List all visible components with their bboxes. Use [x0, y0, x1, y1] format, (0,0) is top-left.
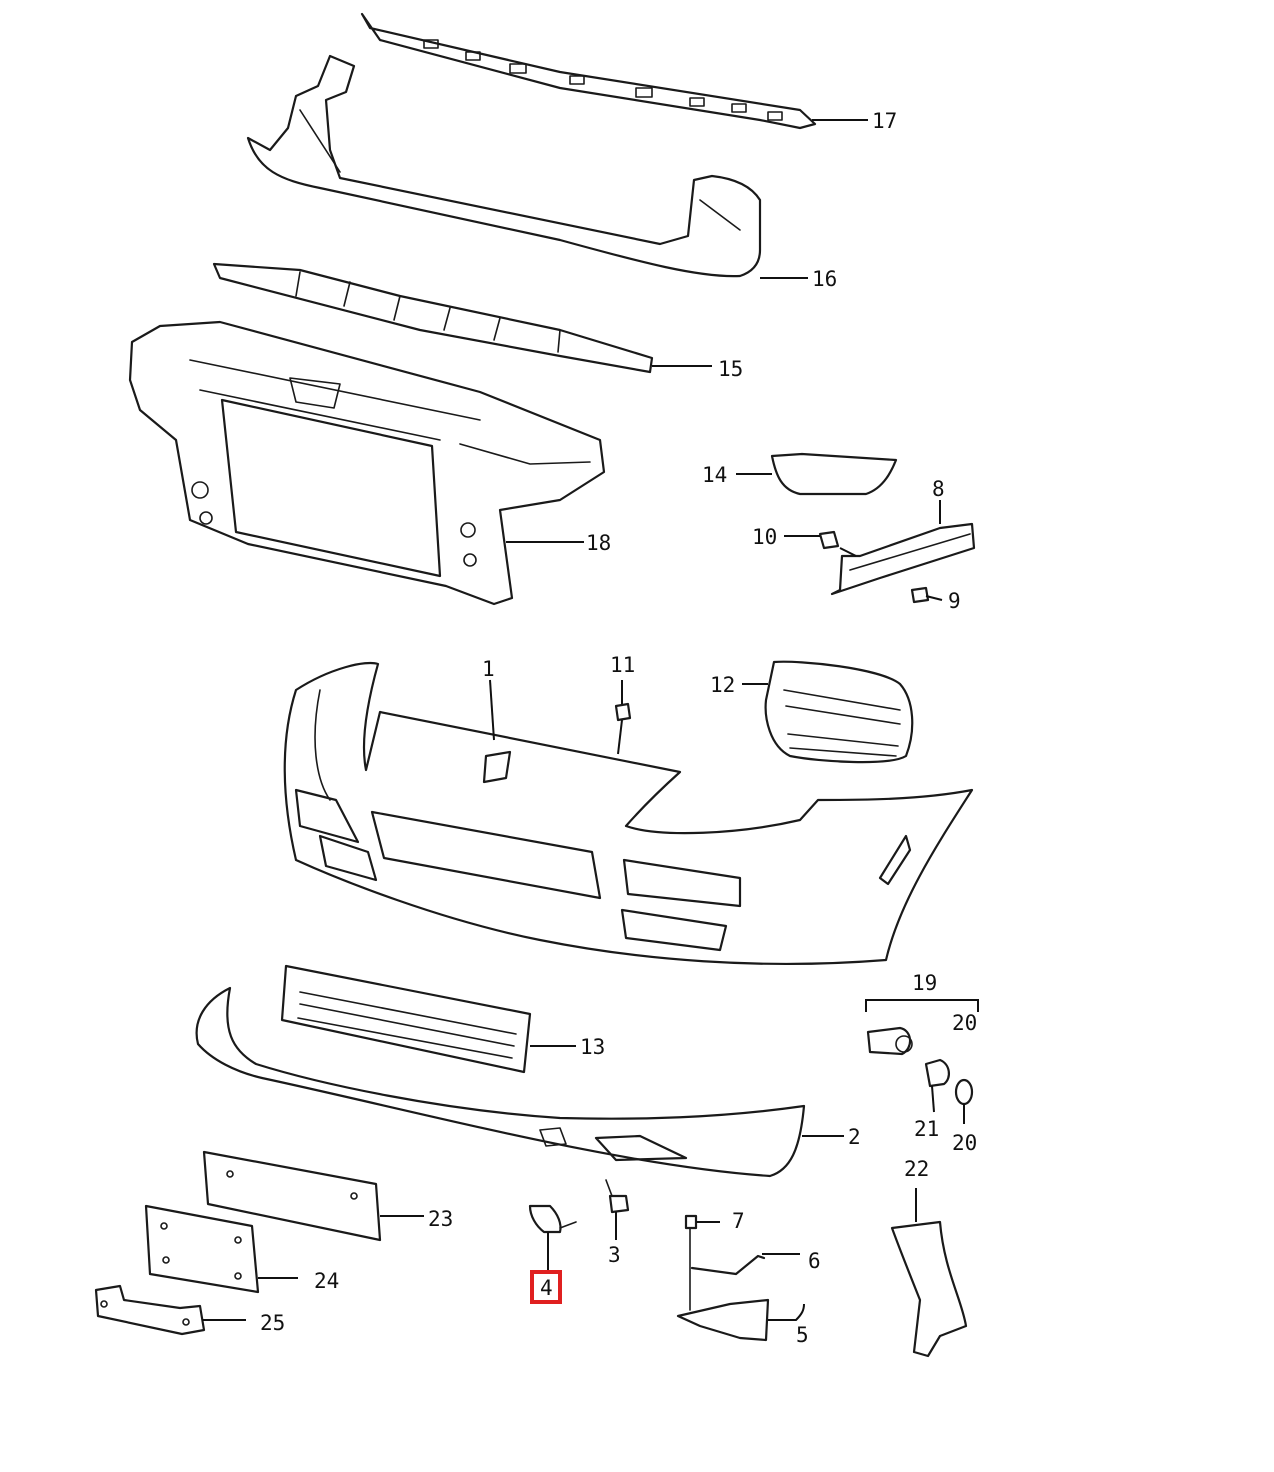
label-24: 24 — [314, 1269, 339, 1293]
part-14-grille-insert — [770, 452, 898, 496]
label-23: 23 — [428, 1207, 453, 1231]
label-7: 7 — [732, 1209, 745, 1233]
part-22-bracket — [890, 1220, 968, 1358]
label-10: 10 — [752, 525, 777, 549]
label-2: 2 — [848, 1125, 861, 1149]
part-5-corner-trim — [676, 1298, 770, 1342]
label-3: 3 — [608, 1243, 621, 1267]
part-17-absorber-strip — [360, 12, 817, 130]
label-15: 15 — [718, 357, 743, 381]
part-1-bumper-cover — [283, 661, 974, 966]
part-21-sensor-holder — [924, 1058, 950, 1088]
label-20-top: 20 — [952, 1011, 977, 1035]
label-13: 13 — [580, 1035, 605, 1059]
part-18-front-frame — [128, 320, 606, 606]
label-4: 4 — [540, 1276, 553, 1300]
part-20-seal — [954, 1078, 974, 1106]
part-3-screw — [605, 1179, 630, 1214]
label-8: 8 — [932, 477, 945, 501]
label-11: 11 — [610, 653, 635, 677]
part-13-center-grille — [280, 964, 532, 1074]
part-8-bracket — [830, 522, 976, 596]
highlight-box-part-4 — [530, 1270, 562, 1304]
leader-lines — [202, 119, 965, 1321]
label-1: 1 — [482, 657, 495, 681]
label-21: 21 — [914, 1117, 939, 1141]
part-2-lower-lip — [195, 986, 806, 1178]
part-6-wire — [690, 1254, 766, 1276]
part-10-clip — [818, 530, 840, 550]
part-7-clip — [684, 1214, 698, 1311]
label-9: 9 — [948, 589, 961, 613]
label-19: 19 — [912, 971, 937, 995]
label-6: 6 — [808, 1249, 821, 1273]
part-25-mount-bracket — [94, 1284, 206, 1336]
label-18: 18 — [586, 531, 611, 555]
label-5: 5 — [796, 1323, 809, 1347]
part-15-spoiler-strip — [212, 262, 654, 374]
label-25: 25 — [260, 1311, 285, 1335]
part-number-labels: 17 16 15 18 14 8 10 9 1 11 12 13 19 20 2… — [260, 109, 977, 1347]
label-22: 22 — [904, 1157, 929, 1181]
part-16-bumper-carrier — [246, 54, 762, 278]
part-11-clip — [614, 702, 632, 722]
part-9-screw — [910, 586, 930, 604]
part-12-side-grille — [764, 660, 914, 764]
label-17: 17 — [872, 109, 897, 133]
part-23-plate-holder — [202, 1150, 382, 1242]
label-16: 16 — [812, 267, 837, 291]
part-4-cap — [528, 1204, 577, 1234]
label-12: 12 — [710, 673, 735, 697]
part-24-plate-base — [144, 1204, 260, 1294]
label-20-bottom: 20 — [952, 1131, 977, 1155]
part-19-20-sensor-set — [865, 999, 979, 1056]
label-14: 14 — [702, 463, 727, 487]
